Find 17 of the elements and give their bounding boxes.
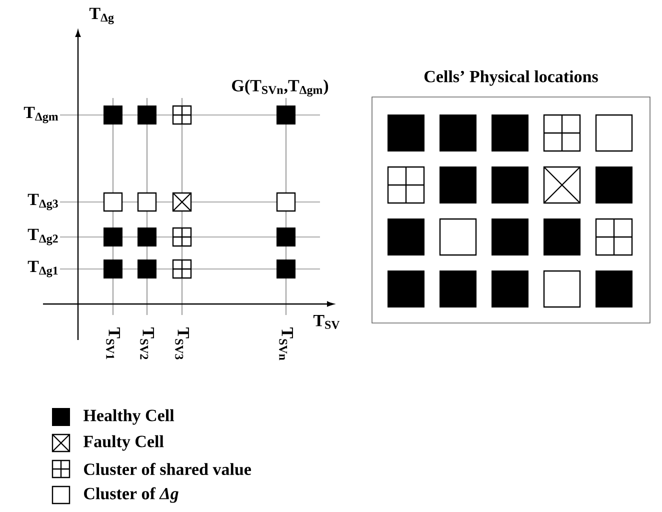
tick-label: T$_{Δg2}$ bbox=[28, 228, 58, 246]
tick-label: T$_{SV2}$ bbox=[140, 327, 154, 360]
point-label: G(T$_{SVn}$,T$_{Δgm}$) bbox=[232, 80, 328, 97]
tick-label: T$_{SV1}$ bbox=[106, 327, 120, 360]
axis-label: T$_{SV}$ bbox=[313, 315, 340, 329]
panel-frame bbox=[372, 96, 650, 324]
tick-label: T$_{Δg3}$ bbox=[28, 194, 58, 210]
tick-label: T$_{Δg1}$ bbox=[28, 260, 58, 278]
legend-text: Cluster of shared value bbox=[84, 462, 251, 476]
axis-label: T$_{Δg}$ bbox=[89, 8, 114, 24]
tick-label: T$_{SV3}$ bbox=[175, 327, 189, 360]
tick-label: T$_{SVn}$ bbox=[279, 327, 293, 360]
legend-text: Cluster of Δg bbox=[84, 487, 178, 503]
panel-heading: Cells’ Physical locations bbox=[424, 70, 598, 86]
legend-text: Faulty Cell bbox=[84, 435, 164, 451]
legend-text: Healthy Cell bbox=[84, 409, 174, 425]
tick-label: T$_{Δgm}$ bbox=[24, 106, 58, 124]
